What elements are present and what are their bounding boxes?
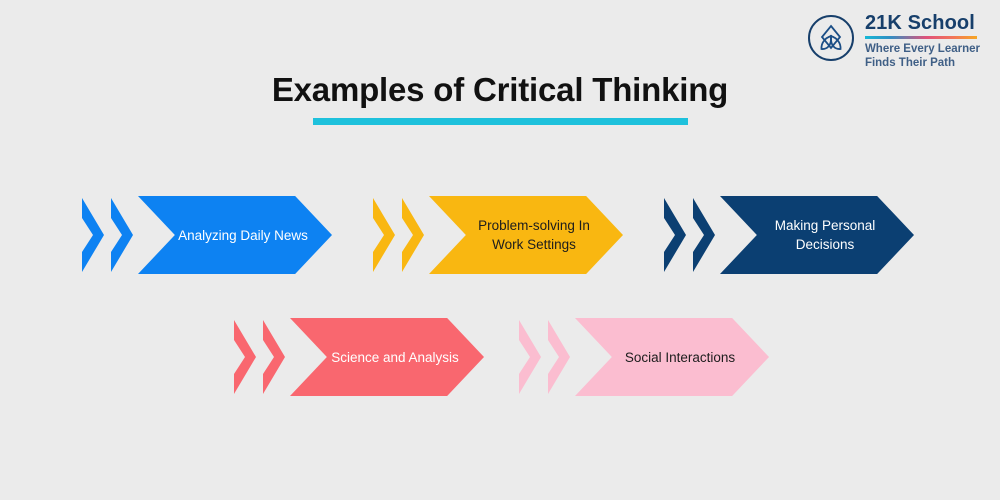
brand-tagline: Where Every Learner Finds Their Path [864, 43, 980, 69]
arrow-label: Social Interactions [624, 349, 736, 365]
double-chevron-right-icon [691, 196, 717, 274]
arrow-body[interactable]: Problem-solving In Work Settings [429, 196, 623, 274]
title-underline [312, 118, 688, 125]
double-chevron-right-icon [400, 196, 426, 274]
lotus-circle-logo-icon [807, 14, 855, 62]
arrow-label: Analyzing Daily News [178, 227, 308, 243]
double-chevron-right-icon [232, 318, 258, 396]
arrow-body[interactable]: Social Interactions [575, 318, 769, 396]
brand-text: 21K School Where Every Learner Finds The… [864, 12, 980, 70]
arrow-body[interactable]: Making Personal Decisions [720, 196, 914, 274]
arrow-body[interactable]: Science and Analysis [290, 318, 484, 396]
arrow-item[interactable]: Analyzing Daily News [80, 196, 332, 274]
page-title: Examples of Critical Thinking [271, 71, 729, 108]
arrow-row-top: Analyzing Daily News Problem-solving In W… [0, 196, 1000, 274]
arrow-item[interactable]: Problem-solving In Work Settings [371, 196, 623, 274]
header: Examples of Critical Thinking [0, 70, 1000, 125]
arrow-diagram: Analyzing Daily News Problem-solving In W… [0, 196, 1000, 396]
double-chevron-right-icon [371, 196, 397, 274]
double-chevron-right-icon [109, 196, 135, 274]
double-chevron-right-icon [662, 196, 688, 274]
arrow-label: Science and Analysis [331, 349, 459, 365]
arrow-item[interactable]: Science and Analysis [232, 318, 484, 396]
brand-name: 21K School [864, 12, 975, 34]
double-chevron-right-icon [261, 318, 287, 396]
arrow-label: Making Personal Decisions [774, 218, 876, 252]
arrow-item[interactable]: Social Interactions [517, 318, 769, 396]
double-chevron-right-icon [80, 196, 106, 274]
double-chevron-right-icon [517, 318, 543, 396]
brand-gradient-rule [864, 36, 977, 39]
arrow-body[interactable]: Analyzing Daily News [138, 196, 332, 274]
brand-logo: 21K School Where Every Learner Finds The… [807, 12, 980, 70]
double-chevron-right-icon [546, 318, 572, 396]
arrow-label: Problem-solving In Work Settings [478, 218, 590, 252]
arrow-row-bottom: Science and Analysis Social Interactions [0, 318, 1000, 396]
arrow-item[interactable]: Making Personal Decisions [662, 196, 914, 274]
